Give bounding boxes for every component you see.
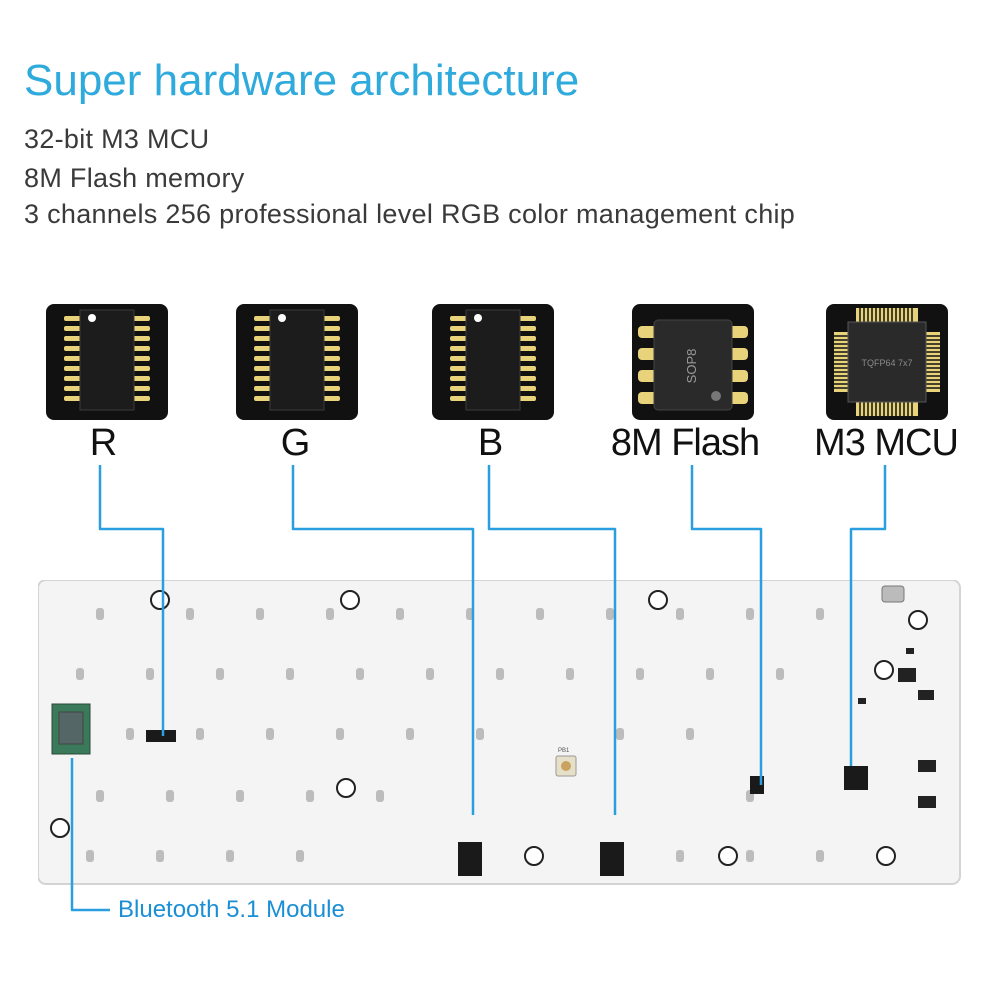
- feature-mcu: 32-bit M3 MCU: [24, 124, 210, 154]
- chip-label-g: G: [280, 422, 311, 464]
- keyboard-pcb: PB1: [38, 580, 961, 885]
- connector-line-mcu: [849, 465, 887, 766]
- chip-mcu-image: TQFP64 7x7: [826, 304, 948, 420]
- soic-chip-icon: [450, 309, 536, 411]
- connector-line-g: [291, 465, 475, 815]
- chip-flash-image: SOP8: [632, 304, 754, 420]
- page-title: Super hardware architecture: [24, 56, 580, 105]
- chip-label-b: B: [477, 422, 503, 464]
- tqfp-package-text: TQFP64 7x7: [861, 358, 912, 368]
- connector-line-flash: [690, 465, 763, 785]
- chip-label-r: R: [89, 422, 117, 464]
- chip-label-mcu: M3 MCU: [814, 422, 959, 464]
- usb-c-port: [881, 585, 905, 603]
- tqfp-chip-icon: TQFP64 7x7: [834, 308, 940, 416]
- bluetooth-module-label: Bluetooth 5.1 Module: [118, 896, 345, 923]
- connector-line-bluetooth: [70, 758, 110, 912]
- feature-flash: 8M Flash memory: [24, 163, 245, 193]
- connector-line-r: [98, 465, 165, 736]
- chip-b-image: [432, 304, 554, 420]
- pb1-label: PB1: [558, 748, 570, 754]
- feature-rgb: 3 channels 256 professional level RGB co…: [24, 199, 796, 229]
- sop8-package-text: SOP8: [684, 349, 699, 384]
- chip-label-flash: 8M Flash: [610, 422, 760, 464]
- soic-chip-icon: [254, 309, 340, 411]
- chip-g-image: [236, 304, 358, 420]
- connector-line-b: [487, 465, 617, 815]
- soic-chip-icon: [64, 309, 150, 411]
- chip-r-image: [46, 304, 168, 420]
- sop8-chip-icon: SOP8: [638, 319, 748, 411]
